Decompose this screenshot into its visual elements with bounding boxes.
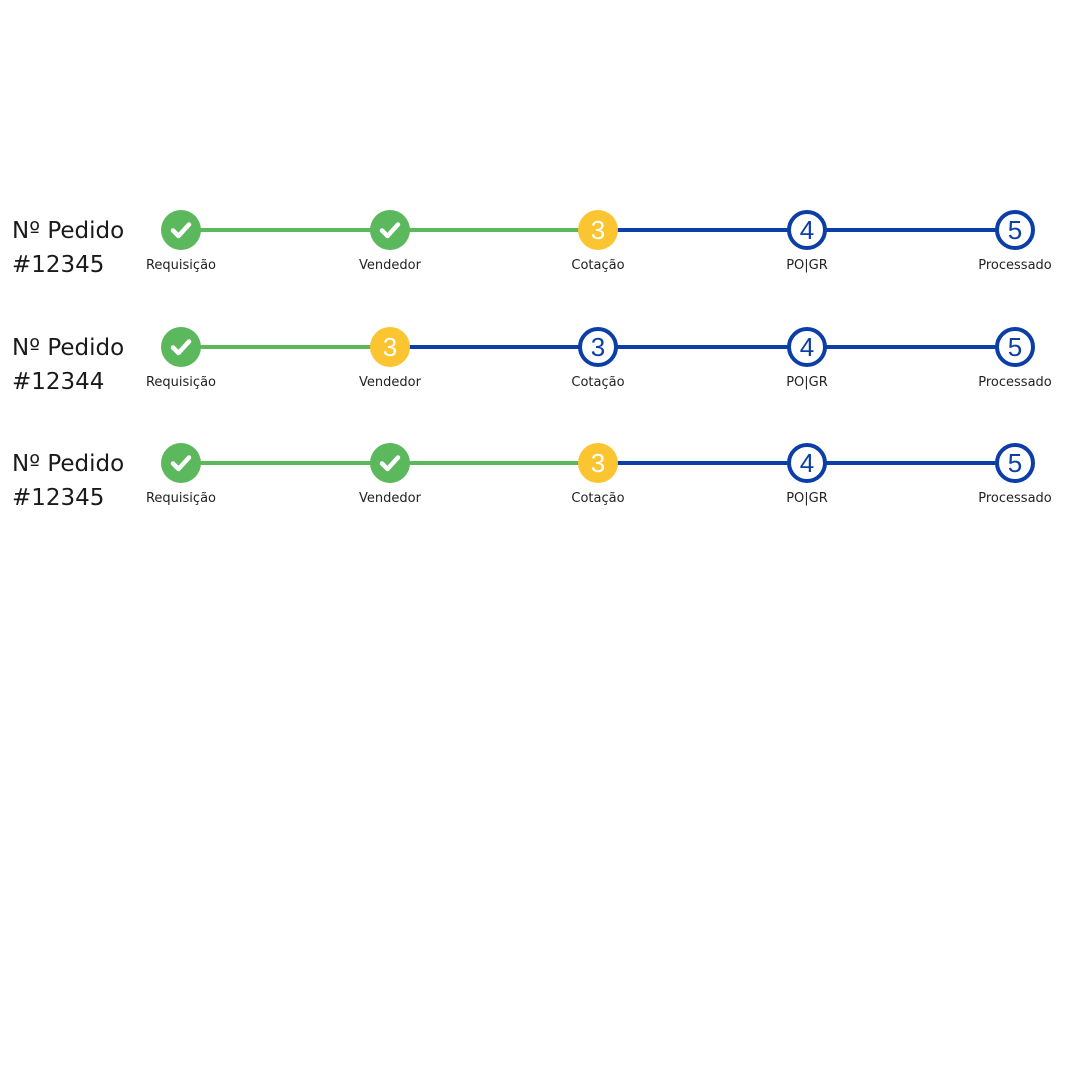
- order-label: Nº Pedido #12344: [12, 331, 124, 399]
- step-number: 3: [590, 448, 606, 478]
- order-label: Nº Pedido #12345: [12, 447, 124, 515]
- step-label: Vendedor: [359, 491, 421, 506]
- step-number: 3: [590, 332, 606, 362]
- order-title: Nº Pedido: [12, 451, 125, 477]
- step-number: 4: [799, 448, 815, 478]
- step-number: 5: [1007, 448, 1023, 478]
- step-number: 4: [799, 215, 815, 245]
- step-done-node: [161, 210, 201, 250]
- step-label: Cotação: [571, 258, 625, 273]
- step-pending-node: 3: [578, 327, 618, 367]
- step-label: PO|GR: [786, 258, 828, 273]
- step-label: Vendedor: [359, 258, 421, 273]
- step-label: Processado: [978, 258, 1052, 273]
- step-pending-node: 5: [995, 443, 1035, 483]
- order-label: Nº Pedido #12345: [12, 214, 124, 282]
- step-label: Cotação: [571, 491, 625, 506]
- order-number: #12345: [12, 485, 105, 511]
- step-connector: [390, 228, 598, 232]
- step-pending-node: 5: [995, 210, 1035, 250]
- step-label: Vendedor: [359, 375, 421, 390]
- step-label: Requisição: [145, 258, 216, 273]
- step-label: Processado: [978, 491, 1052, 506]
- step-connector: [807, 345, 1015, 349]
- order-number: #12345: [12, 252, 105, 278]
- check-icon: [170, 339, 192, 356]
- step-connector: [807, 461, 1015, 465]
- step-pending-node: 4: [787, 327, 827, 367]
- step-number: 5: [1007, 332, 1023, 362]
- step-done-node: [161, 327, 201, 367]
- check-icon: [170, 455, 192, 472]
- step-connector: [807, 228, 1015, 232]
- step-current-node: 3: [578, 443, 618, 483]
- step-current-node: 3: [370, 327, 410, 367]
- step-connector: [598, 461, 807, 465]
- step-connector: [598, 228, 807, 232]
- step-connector: [598, 345, 807, 349]
- step-connector: [181, 228, 390, 232]
- order-number: #12344: [12, 369, 105, 395]
- step-done-node: [161, 443, 201, 483]
- step-label: Requisição: [145, 375, 216, 390]
- step-label: PO|GR: [786, 491, 828, 506]
- check-icon: [379, 222, 401, 239]
- step-pending-node: 4: [787, 443, 827, 483]
- step-done-node: [370, 210, 410, 250]
- step-number: 3: [382, 332, 398, 362]
- step-pending-node: 5: [995, 327, 1035, 367]
- step-label: PO|GR: [786, 375, 828, 390]
- step-label: Processado: [978, 375, 1052, 390]
- step-label: Cotação: [571, 375, 625, 390]
- step-done-node: [370, 443, 410, 483]
- step-number: 4: [799, 332, 815, 362]
- step-pending-node: 4: [787, 210, 827, 250]
- step-connector: [181, 345, 390, 349]
- step-connector: [390, 345, 598, 349]
- step-current-node: 3: [578, 210, 618, 250]
- order-title: Nº Pedido: [12, 335, 125, 361]
- step-connector: [390, 461, 598, 465]
- check-icon: [379, 455, 401, 472]
- step-connector: [181, 461, 390, 465]
- step-label: Requisição: [145, 491, 216, 506]
- check-icon: [170, 222, 192, 239]
- step-number: 5: [1007, 215, 1023, 245]
- step-number: 3: [590, 215, 606, 245]
- order-title: Nº Pedido: [12, 218, 125, 244]
